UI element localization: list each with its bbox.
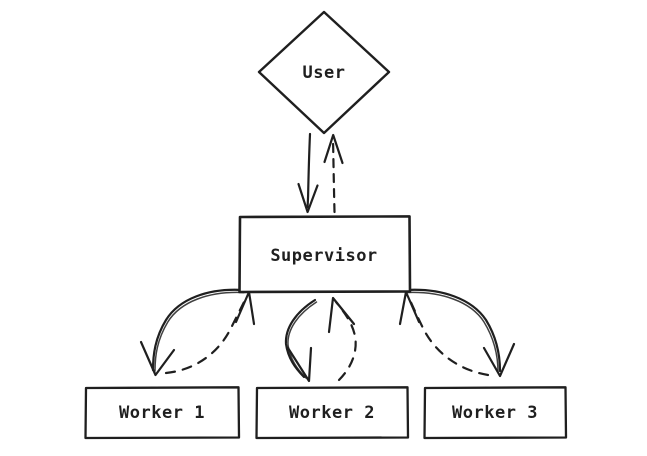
edge-worker3-to-supervisor (398, 290, 490, 377)
arrowhead-open-v (286, 346, 313, 383)
edge-line-solid (151, 288, 245, 372)
node-supervisor-label: Supervisor (270, 246, 377, 266)
edge-supervisor-to-user (323, 133, 344, 214)
node-worker1-label: Worker 1 (119, 403, 205, 423)
edge-supervisor-to-worker3 (404, 288, 516, 378)
edge-line-solid-sketch (404, 291, 499, 373)
arrowhead-open-v (482, 342, 516, 378)
node-user[interactable]: User (257, 10, 391, 135)
supervisor-rect-shape (238, 215, 412, 294)
node-worker2-label: Worker 2 (289, 403, 375, 423)
arrowhead-open-v (297, 182, 319, 214)
arrowhead-open-v (398, 290, 421, 326)
arrowhead-open-v (323, 133, 344, 165)
user-diamond-shape (257, 10, 391, 135)
worker1-rect-shape (84, 386, 241, 440)
edge-group (139, 132, 516, 383)
edge-line-solid-sketch (154, 291, 245, 372)
edge-supervisor-to-worker1 (139, 288, 245, 377)
node-worker2[interactable]: Worker 2 (255, 386, 410, 440)
edge-supervisor-to-worker2 (284, 298, 318, 383)
edge-line-solid (404, 288, 502, 373)
arrowhead-open-v (327, 296, 356, 334)
edge-line-solid-sketch (287, 301, 318, 379)
node-supervisor[interactable]: Supervisor (238, 215, 412, 294)
node-worker1[interactable]: Worker 1 (84, 386, 241, 440)
edge-user-to-supervisor (297, 132, 319, 214)
node-worker3-label: Worker 3 (452, 403, 538, 423)
node-worker3[interactable]: Worker 3 (423, 386, 568, 440)
arrowhead-open-v (234, 290, 256, 326)
worker3-rect-shape (423, 386, 568, 440)
edge-worker1-to-supervisor (164, 290, 256, 375)
worker2-rect-shape (255, 386, 410, 440)
edge-line-solid (284, 298, 317, 379)
arrowhead-open-v (139, 340, 176, 377)
edge-line-dashed (331, 138, 336, 214)
edge-worker2-to-supervisor (327, 296, 357, 382)
edge-line-solid (306, 132, 312, 209)
node-user-label: User (303, 63, 346, 83)
